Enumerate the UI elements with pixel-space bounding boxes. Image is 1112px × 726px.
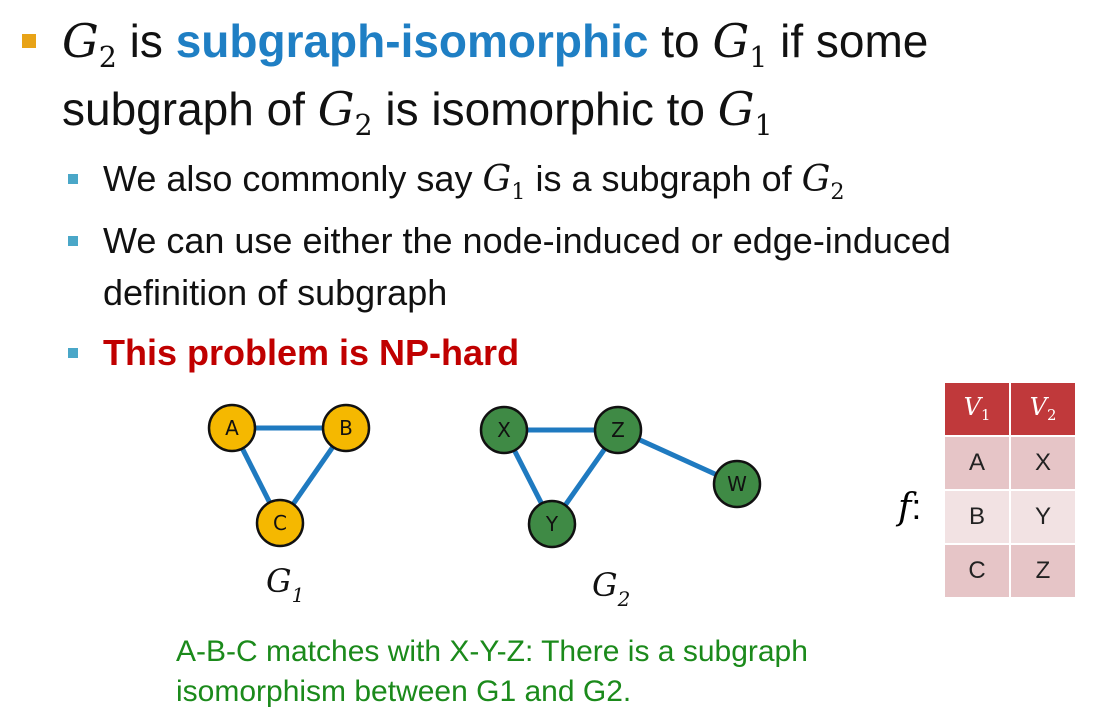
caption-line2: isomorphism between G1 and G2.: [176, 675, 632, 708]
cell-to: Y: [1009, 489, 1077, 545]
node-b: B: [321, 403, 371, 453]
sub-bullet-marker: [68, 348, 78, 358]
node-a: A: [207, 403, 257, 453]
svg-text:C: C: [273, 511, 287, 535]
mapping-function-label: f:: [898, 486, 922, 528]
svg-text:Z: Z: [611, 418, 625, 442]
cell-from: A: [943, 435, 1011, 491]
node-z: Z: [593, 405, 643, 455]
svg-text:W: W: [727, 472, 747, 496]
main-bullet-line1: G2 is subgraph-isomorphic to G1 if some: [62, 14, 929, 74]
svg-text:A: A: [225, 416, 239, 440]
caption-line1: A-B-C matches with X-Y-Z: There is a sub…: [176, 635, 808, 668]
header-v1: V1: [943, 381, 1011, 437]
math-g2: G2: [62, 14, 117, 74]
node-y: Y: [527, 499, 577, 549]
cell-from: B: [943, 489, 1011, 545]
graph2-label: G2: [592, 566, 630, 611]
cell-to: X: [1009, 435, 1077, 491]
node-x: X: [479, 405, 529, 455]
table-row: A X: [943, 435, 1077, 491]
cell-to: Z: [1009, 543, 1077, 599]
header-v2: V2: [1009, 381, 1077, 437]
svg-text:B: B: [339, 416, 353, 440]
mapping-table: V1 V2 A X B Y C Z: [943, 381, 1077, 599]
table-row: C Z: [943, 543, 1077, 599]
math-g1: G1: [712, 14, 768, 74]
main-bullet-marker: [22, 34, 36, 48]
sub-bullet-marker: [68, 174, 78, 184]
sub-bullet-2-line1: We can use either the node-induced or ed…: [103, 220, 951, 261]
table-row: B Y: [943, 489, 1077, 545]
math-g2: G2: [801, 159, 845, 205]
math-g1: G1: [482, 159, 526, 205]
svg-text:Y: Y: [545, 512, 559, 536]
node-c: C: [255, 498, 305, 548]
sub-bullet-1: We also commonly say G1 is a subgraph of…: [103, 158, 845, 205]
svg-text:X: X: [497, 418, 511, 442]
math-g2: G2: [317, 82, 373, 142]
main-bullet-line2: subgraph of G2 is isomorphic to G1: [62, 82, 773, 142]
sub-bullet-3-np-hard: This problem is NP-hard: [103, 332, 520, 373]
cell-from: C: [943, 543, 1011, 599]
caption: A-B-C matches with X-Y-Z: There is a sub…: [176, 632, 976, 712]
sub-bullet-marker: [68, 236, 78, 246]
graph1-label: G1: [266, 562, 304, 607]
node-w: W: [712, 459, 762, 509]
sub-bullet-2-line2: definition of subgraph: [103, 272, 448, 313]
math-g1: G1: [717, 82, 773, 142]
term-subgraph-isomorphic: subgraph-isomorphic: [175, 15, 649, 67]
